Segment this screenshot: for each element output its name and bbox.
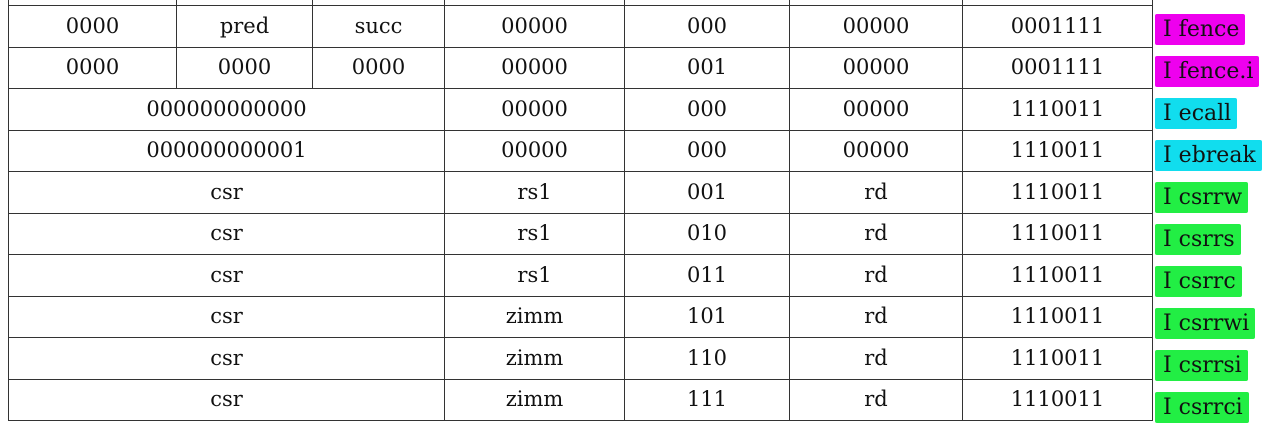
table-cell bbox=[962, 0, 1153, 6]
instruction-label: I csrrci bbox=[1152, 384, 1286, 426]
table-cell: pred bbox=[176, 5, 313, 48]
table-cell: 00000 bbox=[789, 5, 963, 48]
table-cell: rd bbox=[789, 212, 963, 255]
highlighted-instruction-name: I fence bbox=[1155, 14, 1246, 45]
instruction-label: I fence bbox=[1152, 6, 1286, 48]
table-cell: succ bbox=[312, 5, 445, 48]
table-cell: 00000 bbox=[444, 88, 625, 131]
table-cell: 010 bbox=[624, 212, 790, 255]
table-cell: zimm bbox=[444, 378, 625, 421]
instruction-label: I csrrwi bbox=[1152, 300, 1286, 342]
table-cell: 1110011 bbox=[962, 88, 1153, 131]
instruction-label: I csrrsi bbox=[1152, 342, 1286, 384]
table-cell: 00000 bbox=[789, 88, 963, 131]
table-cell: 000000000000 bbox=[8, 88, 445, 131]
highlighted-instruction-name: I csrrwi bbox=[1155, 308, 1256, 339]
instruction-label: I csrrw bbox=[1152, 174, 1286, 216]
table-cell: 00000 bbox=[444, 129, 625, 172]
table-cell: rd bbox=[789, 337, 963, 380]
table-cell: 1110011 bbox=[962, 337, 1153, 380]
table-cell: 110 bbox=[624, 337, 790, 380]
table-cell: rd bbox=[789, 171, 963, 214]
highlighted-instruction-name: I ebreak bbox=[1155, 140, 1262, 171]
table-cell: 0001111 bbox=[962, 46, 1153, 89]
highlighted-instruction-name: I csrrci bbox=[1155, 392, 1249, 423]
table-cell: csr bbox=[8, 212, 445, 255]
table-cell: 0000 bbox=[8, 5, 177, 48]
table-cell: 1110011 bbox=[962, 212, 1153, 255]
table-cell: 000 bbox=[624, 5, 790, 48]
table-cell: 011 bbox=[624, 254, 790, 297]
table-cell: rd bbox=[789, 295, 963, 338]
instruction-label-column: I fence I fence.i I ecall I ebreak I csrrw I … bbox=[1152, 0, 1286, 426]
instruction-label: I csrrs bbox=[1152, 216, 1286, 258]
table-cell: 00000 bbox=[789, 129, 963, 172]
table-cell: rs1 bbox=[444, 171, 625, 214]
instruction-label: I ecall bbox=[1152, 90, 1286, 132]
table-cell: csr bbox=[8, 254, 445, 297]
instruction-label: I csrrc bbox=[1152, 258, 1286, 300]
highlighted-instruction-name: I csrrs bbox=[1155, 224, 1241, 255]
instruction-label: I fence.i bbox=[1152, 48, 1286, 90]
table-cell: zimm bbox=[444, 337, 625, 380]
table-cell: 1110011 bbox=[962, 254, 1153, 297]
table-cell: 1110011 bbox=[962, 171, 1153, 214]
highlighted-instruction-name: I fence.i bbox=[1155, 56, 1260, 87]
table-cell: zimm bbox=[444, 295, 625, 338]
table-row-clipped-header bbox=[8, 0, 1153, 6]
table-cell: 000000000001 bbox=[8, 129, 445, 172]
table-cell: 1110011 bbox=[962, 129, 1153, 172]
table-cell: 000 bbox=[624, 88, 790, 131]
table-cell: csr bbox=[8, 378, 445, 421]
table-cell: rd bbox=[789, 378, 963, 421]
table-cell: csr bbox=[8, 171, 445, 214]
table-cell: csr bbox=[8, 337, 445, 380]
highlighted-instruction-name: I csrrw bbox=[1155, 182, 1249, 213]
table-cell: csr bbox=[8, 295, 445, 338]
instruction-label: I ebreak bbox=[1152, 132, 1286, 174]
table-cell: rd bbox=[789, 254, 963, 297]
table-cell: 00000 bbox=[789, 46, 963, 89]
table-cell: 00000 bbox=[444, 46, 625, 89]
table-cell: 1110011 bbox=[962, 295, 1153, 338]
table-cell: 0000 bbox=[176, 46, 313, 89]
table-cell: 00000 bbox=[444, 5, 625, 48]
table-cell: 0000 bbox=[8, 46, 177, 89]
highlighted-instruction-name: I csrrc bbox=[1155, 266, 1242, 297]
table-cell: 0001111 bbox=[962, 5, 1153, 48]
table-cell: 0000 bbox=[312, 46, 445, 89]
table-cell: 111 bbox=[624, 378, 790, 421]
table-cell: rs1 bbox=[444, 212, 625, 255]
table-cell: 101 bbox=[624, 295, 790, 338]
table-cell: 001 bbox=[624, 171, 790, 214]
table-cell: 1110011 bbox=[962, 378, 1153, 421]
table-cell: 000 bbox=[624, 129, 790, 172]
highlighted-instruction-name: I csrrsi bbox=[1155, 350, 1248, 381]
table-cell: 001 bbox=[624, 46, 790, 89]
highlighted-instruction-name: I ecall bbox=[1155, 98, 1238, 129]
table-cell: rs1 bbox=[444, 254, 625, 297]
